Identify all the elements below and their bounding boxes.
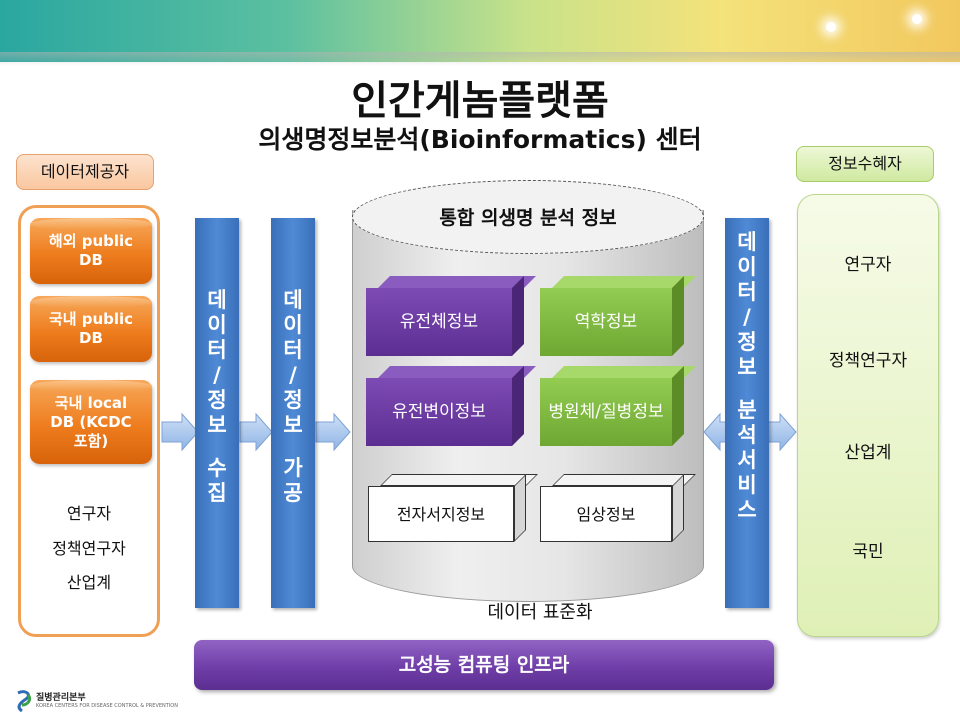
stage-bar-char: 보 — [207, 413, 227, 437]
page-title: 인간게놈플랫폼 — [351, 78, 609, 124]
provider-person: 산업계 — [66, 573, 112, 592]
sparkle-icon — [912, 14, 922, 24]
info-box-clinical: 임상정보 — [540, 474, 696, 542]
provider-person: 연구자 — [66, 504, 112, 523]
stage-bar-char: 공 — [283, 481, 303, 505]
page-subtitle: 의생명정보분석(Bioinformatics) 센터 — [258, 125, 702, 154]
stage-bar-char — [271, 438, 315, 456]
receiver-tag: 정보수혜자 — [796, 146, 934, 182]
stage-bar-char: 터 — [283, 338, 303, 362]
sparkle-icon — [826, 22, 836, 32]
logo-name: 질병관리본부 — [36, 693, 86, 703]
right-arrow-icon — [161, 412, 199, 452]
stage-bar-char: 보 — [283, 413, 303, 437]
stage-bar-char: 데 — [737, 230, 757, 254]
receiver-person: 산업계 — [844, 443, 892, 463]
integrated-info-title: 통합 의생명 분석 정보 — [439, 207, 617, 229]
stage-bar-char: / — [743, 305, 751, 329]
right-arrow-icon — [315, 412, 351, 452]
standardization-label: 데이터 표준화 — [487, 602, 593, 623]
info-box-label: 유전변이정보 — [366, 378, 512, 446]
stage-bar-char: 이 — [283, 313, 303, 337]
stage-bar-char: 보 — [737, 355, 757, 379]
receiver-person: 정책연구자 — [828, 351, 908, 371]
top-banner — [0, 0, 960, 62]
stage-bar-char: 석 — [737, 423, 757, 447]
info-box-literature: 전자서지정보 — [368, 474, 538, 542]
stage-bar-char: 분 — [737, 398, 757, 422]
info-box-label: 전자서지정보 — [368, 486, 514, 542]
stage-bar-char: 데 — [207, 288, 227, 312]
stage-bar-char: 스 — [737, 498, 757, 522]
stage-bar-char: 정 — [737, 330, 757, 354]
stage-bar-char: 수 — [207, 456, 227, 480]
banner-shadow — [0, 52, 960, 66]
receiver-person: 연구자 — [844, 255, 892, 275]
stage-bar-char: 집 — [207, 481, 227, 505]
provider-person: 정책연구자 — [52, 539, 126, 558]
stage-bar-char: 가 — [283, 456, 303, 480]
info-box-genome: 유전체정보 — [366, 276, 536, 356]
stage-bar-char: / — [213, 363, 221, 387]
right-arrow-icon — [239, 412, 273, 452]
info-box-pathogen: 병원체/질병정보 — [540, 366, 696, 446]
computing-infrastructure-bar: 고성능 컴퓨팅 인프라 — [194, 640, 774, 690]
stage-bar-char: 이 — [737, 255, 757, 279]
provider-tag: 데이터제공자 — [16, 154, 154, 190]
info-box-epidemiology: 역학정보 — [540, 276, 696, 356]
info-box-label: 역학정보 — [540, 288, 672, 356]
receiver-person: 국민 — [852, 542, 884, 562]
stage-bar-char: / — [289, 363, 297, 387]
logo-subtitle: KOREA CENTERS FOR DISEASE CONTROL & PREV… — [36, 703, 178, 709]
info-box-variant: 유전변이정보 — [366, 366, 536, 446]
stage-bar-char: 데 — [283, 288, 303, 312]
stage-bar-char: 터 — [207, 338, 227, 362]
info-box-label: 병원체/질병정보 — [540, 378, 672, 446]
stage-bar-char — [195, 438, 239, 456]
stage-bar-char: 정 — [207, 388, 227, 412]
stage-bar-char: 터 — [737, 280, 757, 304]
stage-bar-char: 정 — [283, 388, 303, 412]
info-box-label: 유전체정보 — [366, 288, 512, 356]
stage-bar-char — [725, 380, 769, 398]
info-box-label: 임상정보 — [540, 486, 672, 542]
cylinder-top — [352, 180, 704, 254]
stage-bar-char: 이 — [207, 313, 227, 337]
stage-bar-char: 서 — [737, 448, 757, 472]
kcdc-logo-icon — [17, 690, 32, 713]
stage-bar-char: 비 — [737, 473, 757, 497]
receiver-panel — [797, 194, 939, 637]
